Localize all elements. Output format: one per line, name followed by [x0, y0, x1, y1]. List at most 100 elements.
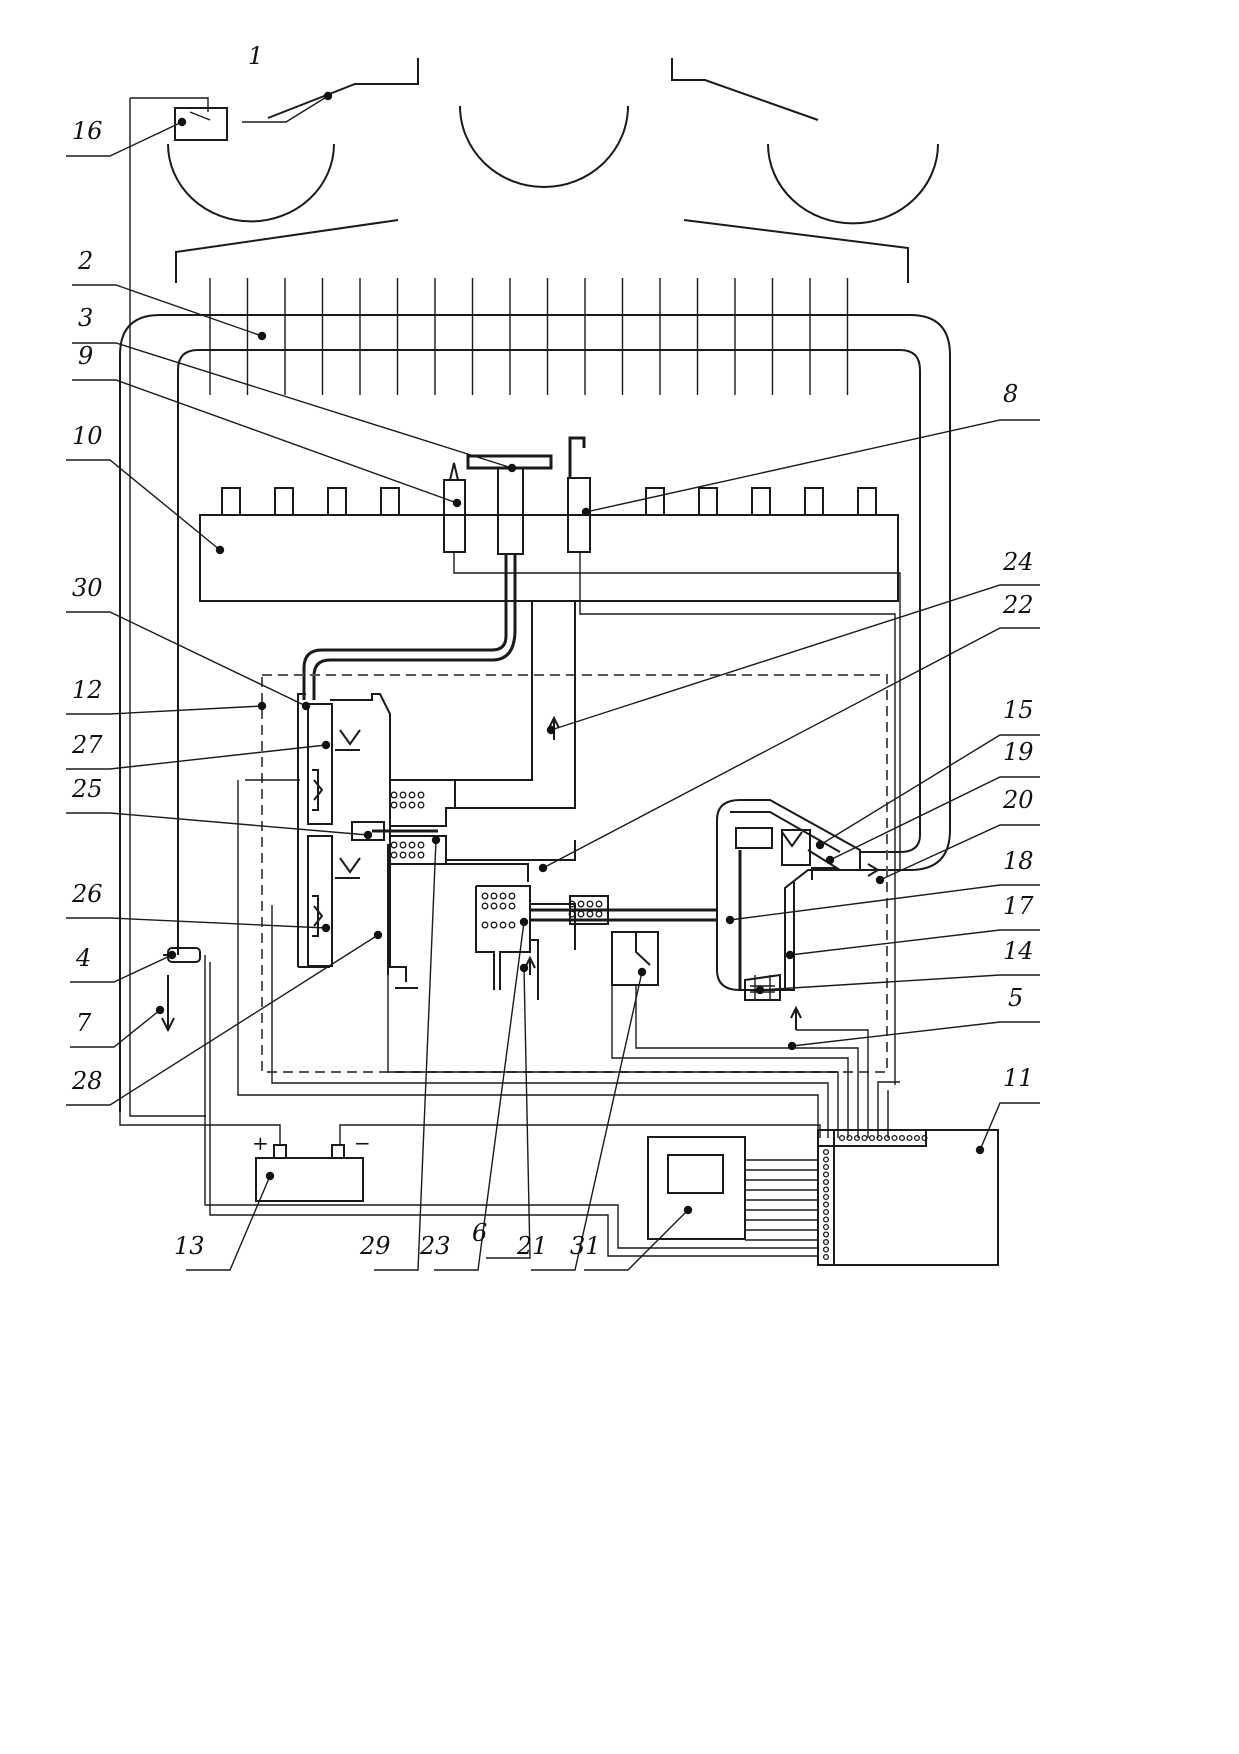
callout-label-6: 6: [472, 1219, 487, 1247]
terminal-pin: [846, 1134, 853, 1142]
orifice-hole: [568, 900, 576, 908]
terminal-pin: [822, 1148, 830, 1156]
orifice-hole: [390, 841, 398, 849]
callout-label-29: 29: [359, 1232, 391, 1260]
callout-anchor-10: [215, 545, 225, 555]
callout-label-28: 28: [71, 1067, 103, 1095]
callout-leader-1: [242, 95, 329, 123]
callout-label-5: 5: [1008, 984, 1023, 1012]
orifice-hole: [490, 921, 498, 929]
orifice-hole: [390, 791, 398, 799]
orifice-hole: [408, 851, 416, 859]
burner-nozzle: [327, 487, 347, 516]
callout-anchor-23: [519, 917, 529, 927]
orifice-hole: [408, 841, 416, 849]
callout-leader-23: [434, 921, 525, 1271]
callout-anchor-3: [507, 463, 517, 473]
callout-anchor-20: [875, 875, 885, 885]
callout-label-15: 15: [1003, 696, 1034, 724]
callout-anchor-4: [167, 950, 177, 960]
terminal-pin: [822, 1223, 830, 1231]
orifice-hole: [499, 902, 507, 910]
terminal-pin: [822, 1231, 830, 1238]
orifice-hole: [417, 851, 425, 859]
orifice-hole: [417, 841, 425, 849]
callout-leader-13: [186, 1175, 271, 1271]
burner: [221, 487, 877, 516]
orifice-hole: [499, 892, 507, 900]
terminal-pin: [822, 1178, 830, 1186]
callout-label-22: 22: [1002, 591, 1034, 619]
callout-leader-27: [66, 744, 327, 770]
callout-leader-31: [584, 1209, 689, 1271]
terminal-pin: [822, 1253, 830, 1261]
gas-channel-lower: [446, 840, 576, 882]
callout-leader-22: [542, 627, 1040, 869]
orifice-hole: [577, 910, 585, 918]
flame-sensor-electrode: [567, 436, 896, 1085]
terminal-pin: [822, 1208, 830, 1216]
orifice-hole: [390, 851, 398, 859]
callout-leaders: [66, 95, 1040, 1271]
terminal-pin: [822, 1216, 830, 1223]
callout-anchor-8: [581, 507, 591, 517]
callout-leader-8: [585, 419, 1040, 513]
callout-anchor-13: [265, 1171, 275, 1181]
callout-leader-7: [70, 1009, 161, 1048]
callout-leader-20: [879, 824, 1040, 881]
callout-anchor-25: [363, 830, 373, 840]
callout-label-27: 27: [71, 731, 103, 759]
callout-anchor-14: [755, 985, 765, 995]
heat-exchanger: [209, 278, 849, 395]
overheat-sensor: [174, 107, 228, 141]
callout-label-1: 1: [248, 42, 263, 70]
callout-leader-14: [759, 974, 1040, 991]
callout-label-2: 2: [77, 247, 93, 275]
orifice-hole: [508, 902, 516, 910]
callout-leader-25: [66, 812, 369, 836]
callout-label-23: 23: [419, 1232, 451, 1260]
orifice-hole: [490, 892, 498, 900]
valve-orifice-grids: [390, 791, 603, 929]
terminal-pin: [822, 1156, 830, 1163]
orifice-hole: [508, 892, 516, 900]
water-valve-small: [611, 931, 659, 986]
terminal-pin: [838, 1134, 846, 1142]
orifice-hole: [417, 801, 425, 809]
terminal-pin: [868, 1134, 876, 1142]
terminal-pin: [876, 1134, 883, 1142]
callout-anchor-21: [637, 967, 647, 977]
callout-anchor-2: [257, 331, 267, 341]
battery-minus-label: −: [354, 1131, 371, 1155]
callout-anchor-6: [519, 963, 529, 973]
callout-label-8: 8: [1003, 380, 1018, 408]
callout-label-19: 19: [1003, 738, 1034, 766]
callout-anchor-15: [815, 840, 825, 850]
orifice-hole: [568, 910, 576, 918]
burner-nozzle: [645, 487, 665, 516]
callout-leader-4: [70, 954, 173, 983]
terminal-pin: [921, 1134, 928, 1142]
orifice-hole: [399, 791, 407, 799]
callout-leader-16: [66, 121, 183, 157]
callout-label-24: 24: [1002, 548, 1034, 576]
terminal-pin: [861, 1134, 868, 1142]
callout-leader-5: [791, 1021, 1040, 1047]
callout-anchor-26: [321, 923, 331, 933]
orifice-hole: [481, 921, 489, 929]
burner-nozzle: [380, 487, 400, 516]
orifice-hole: [481, 902, 489, 910]
callout-leader-10: [66, 459, 221, 551]
orifice-hole: [595, 900, 603, 908]
orifice-hole: [481, 892, 489, 900]
callout-anchor-5: [787, 1041, 797, 1051]
terminal-pin: [883, 1134, 891, 1142]
callout-leader-26: [66, 917, 327, 929]
callout-label-9: 9: [78, 342, 93, 370]
callout-anchor-19: [825, 855, 835, 865]
callout-leader-17: [789, 929, 1040, 956]
burner-nozzle: [274, 487, 294, 516]
callout-leader-18: [729, 884, 1040, 921]
modulating-valve: [475, 885, 717, 1000]
callout-anchor-22: [538, 863, 548, 873]
